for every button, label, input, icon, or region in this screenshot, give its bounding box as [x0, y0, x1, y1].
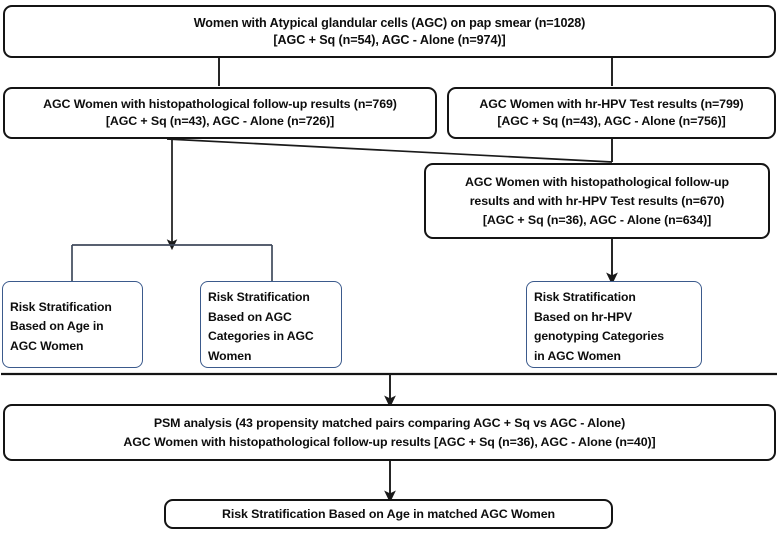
node-histopathology-and-hrhpv: AGC Women with histopathological follow-…: [424, 163, 770, 239]
edge-histo-to-both-diagonal: [166, 138, 613, 163]
node-risk-stratification-age: Risk Stratification Based on Age in AGC …: [2, 281, 143, 368]
node-risk-stratification-matched: Risk Stratification Based on Age in matc…: [164, 499, 613, 529]
node-total-agc-women: Women with Atypical glandular cells (AGC…: [3, 5, 776, 58]
node-hrhpv-test-results-label: AGC Women with hr-HPV Test results (n=79…: [479, 97, 744, 128]
node-risk-stratification-hrhpv-genotyping-label: Risk Stratification Based on hr-HPV geno…: [534, 290, 664, 363]
node-histopathology-followup-label: AGC Women with histopathological follow-…: [43, 97, 397, 128]
node-histopathology-and-hrhpv-label: AGC Women with histopathological follow-…: [464, 174, 729, 227]
node-hrhpv-test-results: AGC Women with hr-HPV Test results (n=79…: [447, 87, 776, 139]
node-total-agc-women-label: Women with Atypical glandular cells (AGC…: [193, 15, 586, 47]
node-risk-stratification-agc-categories-label: Risk Stratification Based on AGC Categor…: [208, 290, 314, 363]
node-psm-analysis-label: PSM analysis (43 propensity matched pair…: [123, 415, 656, 449]
node-histopathology-followup: AGC Women with histopathological follow-…: [3, 87, 437, 139]
node-risk-stratification-agc-categories: Risk Stratification Based on AGC Categor…: [200, 281, 342, 368]
node-risk-stratification-age-label: Risk Stratification Based on Age in AGC …: [10, 299, 112, 353]
node-risk-stratification-hrhpv-genotyping: Risk Stratification Based on hr-HPV geno…: [526, 281, 702, 368]
node-psm-analysis: PSM analysis (43 propensity matched pair…: [3, 404, 776, 461]
node-risk-stratification-matched-label: Risk Stratification Based on Age in matc…: [222, 506, 555, 521]
